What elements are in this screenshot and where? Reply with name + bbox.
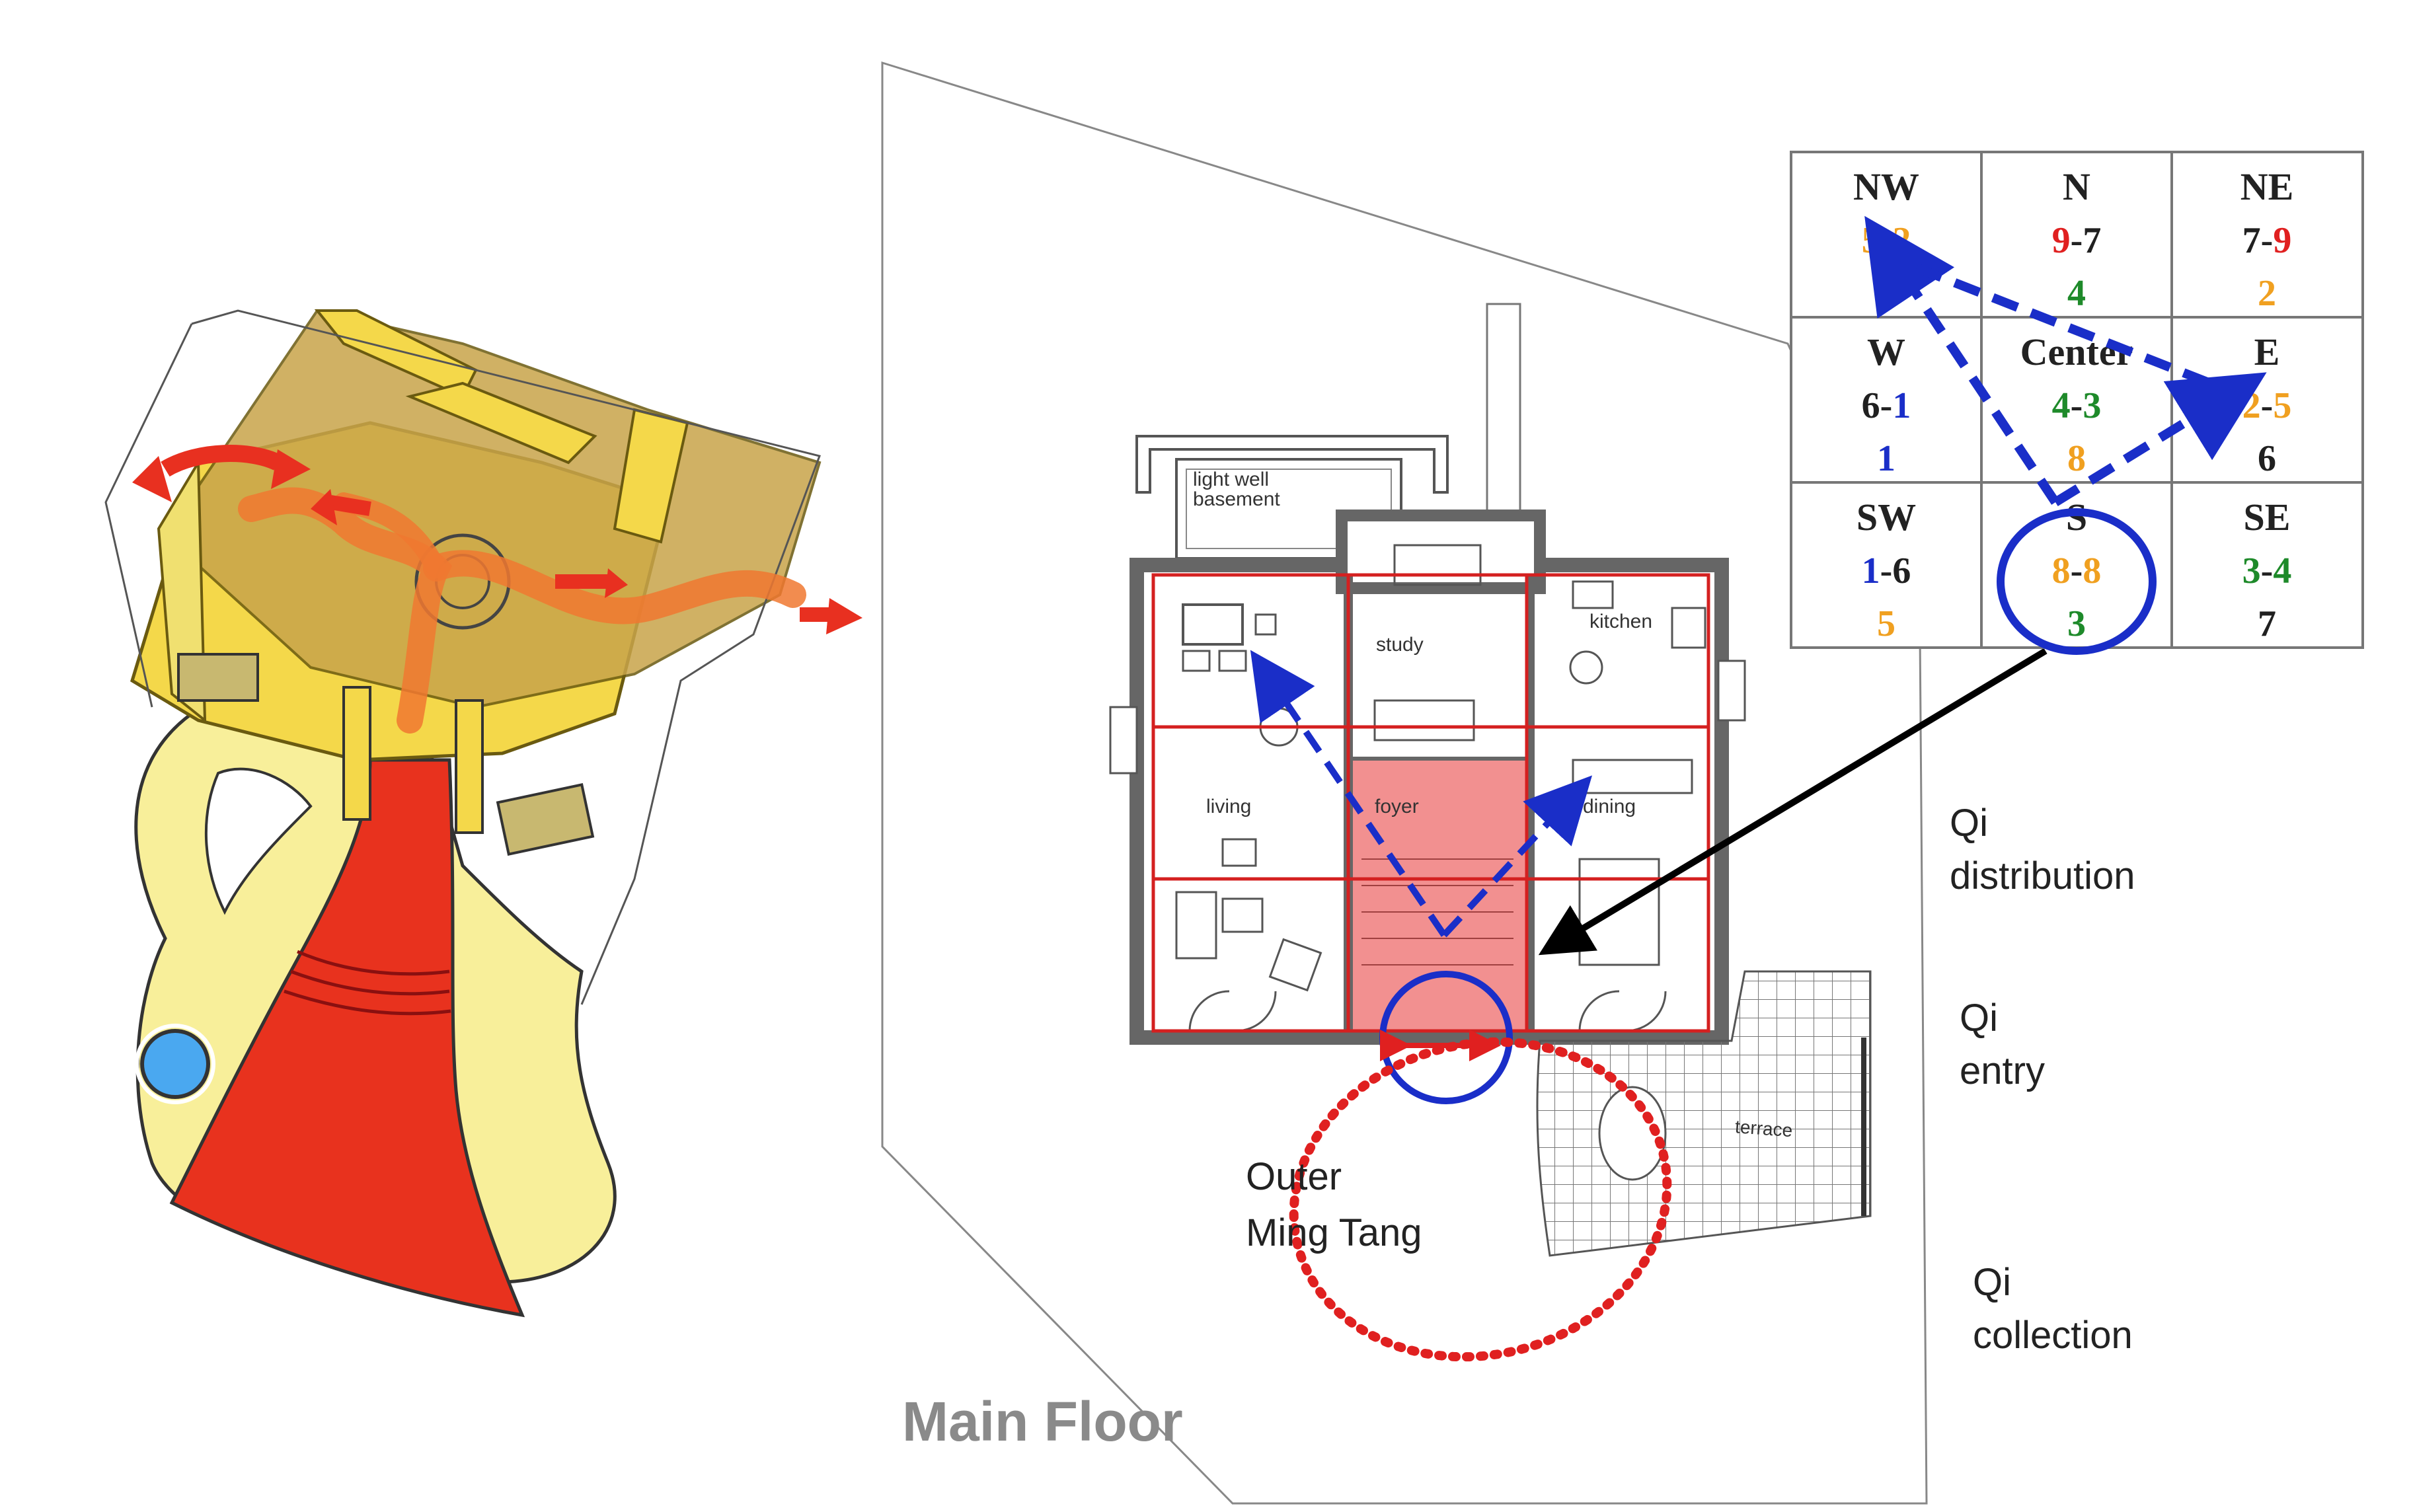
star-pair: 6-1 [1862,385,1911,426]
qi-flow-arrows [1250,650,1592,938]
qi-distribution-line2: distribution [1950,854,2135,897]
star-cell-center: Center 4-3 8 [2020,330,2133,479]
floor-title: Main Floor [902,1390,1183,1453]
star-direction-label: E [2254,330,2280,373]
star-base: 7 [2258,603,2276,644]
floor-plan [1109,303,1872,1257]
star-base: 5 [1877,603,1895,644]
star-cell-sw: SW 1-6 5 [1856,496,1916,644]
terrace-area [1536,970,1872,1257]
qi-collection-line2: collection [1973,1314,2133,1357]
star-pair: 2-5 [2242,385,2292,426]
qi-entry-line2: entry [1960,1049,2045,1092]
star-base: 1 [1877,438,1895,479]
label-foyer: foyer [1375,796,1419,817]
star-pair: 9-7 [2052,220,2102,261]
label-study: study [1376,634,1424,656]
star-direction-label: NW [1853,165,1919,208]
label-kitchen: kitchen [1589,611,1652,632]
star-pair: 3-4 [2242,550,2292,591]
qi-distribution-line1: Qi [1950,802,1988,845]
star-pair: 7-9 [2242,220,2292,261]
outer-ming-tang-line2: Ming Tang [1246,1211,1422,1254]
star-cell-se: SE 3-4 7 [2242,496,2292,644]
star-base: 3 [2067,603,2086,644]
star-pair: 4-3 [2052,385,2102,426]
table-to-entry-pointer [1538,648,2047,956]
house-3d-illustration [104,309,862,1318]
qi-entry-line1: Qi [1960,997,1998,1040]
star-base: 4 [2067,273,2086,314]
foyer-highlight [1352,759,1527,1030]
star-direction-label: SW [1856,496,1916,539]
star-base: 8 [2067,438,2086,479]
star-cell-s: S 8-8 3 [2052,496,2102,644]
flying-star-qi-path [1864,215,2267,655]
star-cell-ne: NE 7-9 2 [2240,165,2294,314]
label-dining: dining [1583,796,1636,817]
site-boundary [881,61,1928,1505]
outer-ming-tang-line1: Outer [1246,1155,1342,1198]
star-cell-w: W 6-1 1 [1862,330,1911,479]
star-base: 2 [2258,273,2276,314]
star-direction-label: SE [2244,496,2291,539]
star-direction-label: W [1867,330,1905,373]
label-basement: basement [1193,488,1280,510]
qi-collection-line1: Qi [1973,1261,2011,1304]
star-pair: 8-8 [2052,550,2102,591]
star-cell-n: N 9-7 4 [2052,165,2102,314]
outer-ming-tang-zone [1289,1037,1672,1362]
side-labels: Qi distribution Qi entry Qi collection [1950,802,2135,1357]
label-terrace: terrace [1734,1116,1793,1141]
star-direction-label: S [2066,496,2087,539]
star-pair: 1-6 [1862,550,1911,591]
star-pair: 5-2 [1862,220,1911,261]
label-living: living [1206,796,1251,817]
label-light-well: light well [1193,469,1269,490]
star-base: 9 [1877,273,1895,314]
star-direction-label: N [2063,165,2090,208]
star-direction-label: Center [2020,330,2133,373]
star-base: 6 [2258,438,2276,479]
star-direction-label: NE [2240,165,2294,208]
flying-star-chart: NW 5-2 9 N 9-7 4 NE 7-9 2W 6-1 1 Center 4-3 8 E 2-5 6SW 1… [1790,151,2364,649]
